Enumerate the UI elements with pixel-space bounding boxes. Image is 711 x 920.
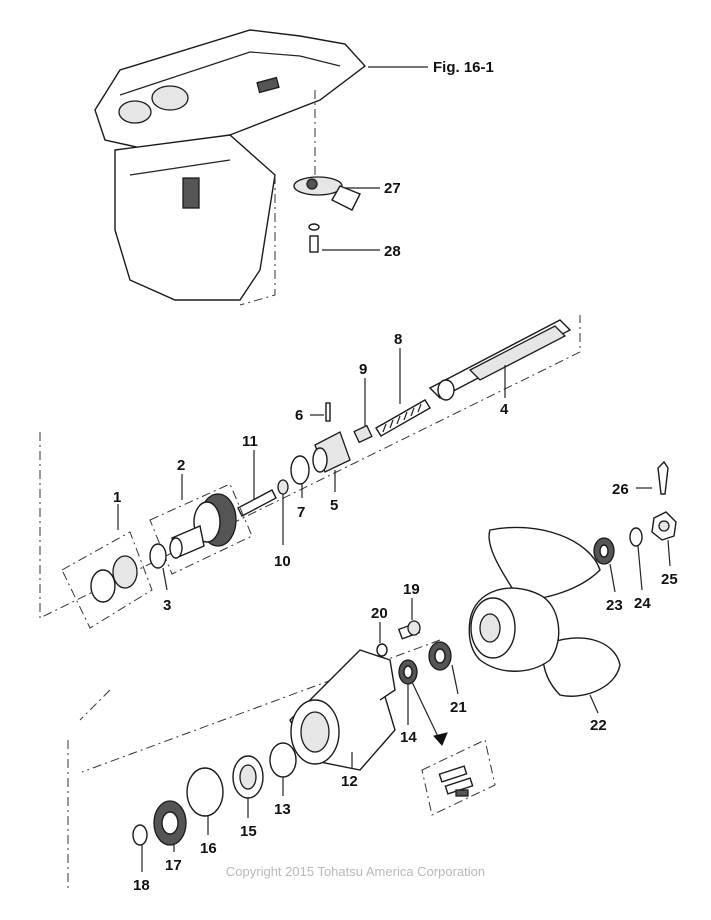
copyright-notice: Copyright 2015 Tohatsu America Corporati… <box>225 864 486 879</box>
callout-22: 22 <box>590 717 607 734</box>
part-1-bearing-group <box>61 504 153 629</box>
part-9 <box>353 378 373 444</box>
callout-3: 3 <box>163 597 171 614</box>
part-8-spring <box>375 348 431 437</box>
callout-16: 16 <box>200 840 217 857</box>
callout-21: 21 <box>450 699 467 716</box>
part-25-nut <box>651 511 677 567</box>
callout-13: 13 <box>274 801 291 818</box>
part-15-bearing <box>232 755 264 818</box>
callout-17: 17 <box>165 857 182 874</box>
part-18-washer <box>132 824 148 846</box>
callout-18: 18 <box>133 877 150 894</box>
part-26-cotter-pin <box>636 460 669 495</box>
part-23-spacer <box>593 537 616 593</box>
part-17-gear <box>153 800 187 852</box>
callout-14: 14 <box>400 729 417 746</box>
callout-12: 12 <box>341 773 358 790</box>
part-27-anode <box>293 90 380 211</box>
callout-7: 7 <box>297 504 305 521</box>
callout-9: 9 <box>359 361 367 378</box>
callouts: 1 2 3 4 5 6 7 8 9 10 11 12 13 14 15 16 1… <box>113 180 678 894</box>
part-4-propeller-shaft <box>428 319 572 401</box>
callout-24: 24 <box>634 595 651 612</box>
callout-26: 26 <box>612 481 629 498</box>
part-11-pin <box>237 450 277 517</box>
part-2-gear-group <box>149 474 253 575</box>
part-21-bushing <box>428 641 459 695</box>
callout-10: 10 <box>274 553 291 570</box>
part-20-washer <box>376 643 388 657</box>
part-22-propeller <box>468 526 621 714</box>
callout-4: 4 <box>500 401 509 418</box>
part-19-bolt <box>397 598 421 640</box>
part-6-pin <box>310 402 331 422</box>
callout-25: 25 <box>661 571 678 588</box>
part-13-bearing <box>269 742 297 778</box>
callout-2: 2 <box>177 457 185 474</box>
figure-reference: Fig. 16-1 <box>433 59 494 76</box>
callout-23: 23 <box>606 597 623 614</box>
part-16-o-ring <box>186 767 224 817</box>
callout-20: 20 <box>371 605 388 622</box>
part-3-ring <box>149 543 167 569</box>
part-10-washer <box>277 479 289 495</box>
upper-frame <box>39 315 581 619</box>
callout-8: 8 <box>394 331 402 348</box>
callout-1: 1 <box>113 489 121 506</box>
part-24-washer <box>629 527 643 547</box>
gearcase-housing <box>94 29 367 306</box>
part-12-bearing-carrier <box>289 649 396 771</box>
callout-11: 11 <box>242 433 258 450</box>
part-5-clutch <box>312 431 351 492</box>
callout-27: 27 <box>384 180 401 197</box>
seal-detail-inset <box>421 739 496 816</box>
callout-28: 28 <box>384 243 401 260</box>
callout-15: 15 <box>240 823 257 840</box>
callout-6: 6 <box>295 407 303 424</box>
part-14-seal <box>398 659 448 746</box>
callout-19: 19 <box>403 581 420 598</box>
part-28-bolt <box>308 223 380 253</box>
callout-5: 5 <box>330 497 338 514</box>
part-7-ring <box>290 455 310 485</box>
